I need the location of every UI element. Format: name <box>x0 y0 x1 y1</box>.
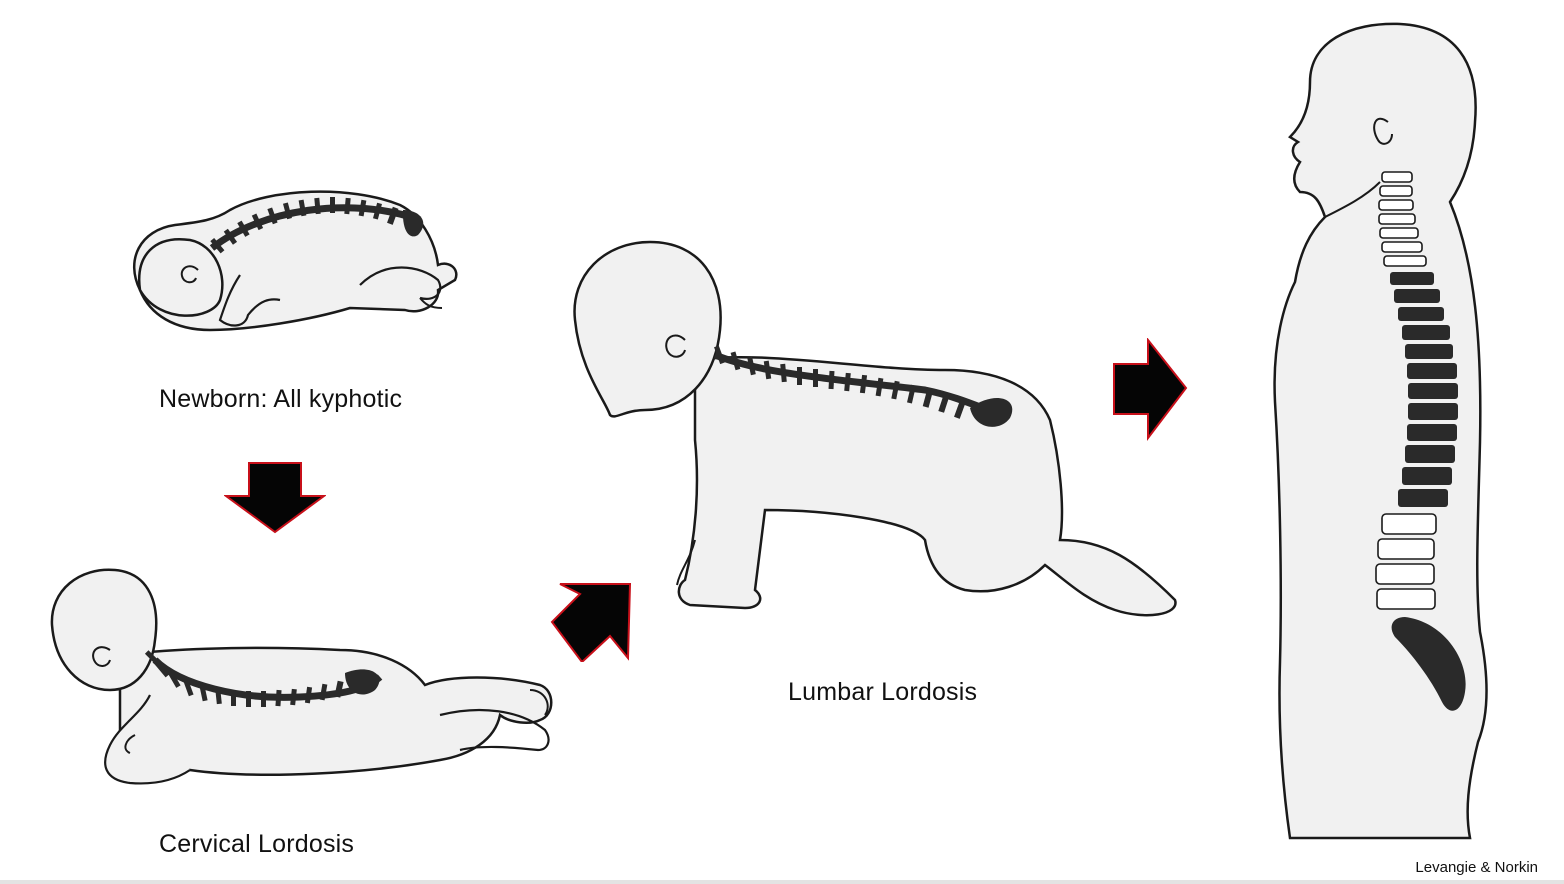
bottom-divider <box>0 880 1564 884</box>
crawling-baby-illustration <box>565 240 1195 620</box>
caption-newborn: Newborn: All kyphotic <box>159 385 403 413</box>
arrow-down-icon <box>224 462 326 534</box>
newborn-illustration <box>120 180 470 340</box>
caption-crawling: Lumbar Lordosis <box>788 678 978 706</box>
standing-adult-illustration <box>1270 22 1500 842</box>
arrow-right-icon <box>1112 338 1188 442</box>
arrow-up-right-icon <box>548 582 632 662</box>
prone-baby-illustration <box>40 565 560 805</box>
caption-prone: Cervical Lordosis <box>159 830 355 858</box>
source-credit: Levangie & Norkin <box>1415 859 1538 876</box>
